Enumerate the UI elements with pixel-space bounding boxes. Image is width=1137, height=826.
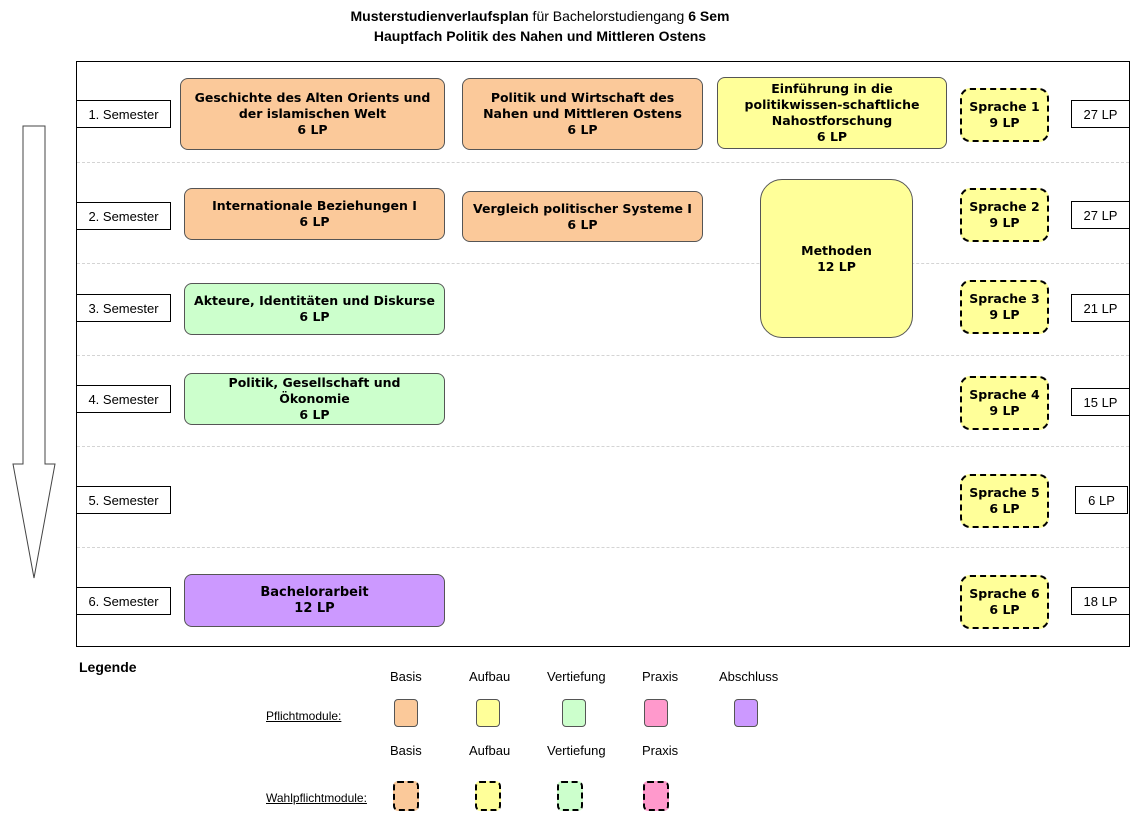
module-name: Politik, Gesellschaft und Ökonomie — [228, 375, 401, 406]
diagram-title-line-2: Hauptfach Politik des Nahen und Mittlere… — [373, 28, 707, 44]
legend-col-abschluss: Abschluss — [719, 669, 779, 684]
module-credits: 6 LP — [299, 309, 330, 324]
legend-dashed-swatch-vertiefung — [557, 781, 583, 811]
module-methoden: Methoden 12 LP — [760, 179, 913, 338]
semester-lp-5: 6 LP — [1075, 486, 1128, 514]
title-bold-b: 6 Sem — [688, 8, 730, 24]
legend-swatch-abschluss — [734, 699, 758, 727]
module-bachelorarbeit: Bachelorarbeit 12 LP — [184, 574, 445, 627]
legend-col-basis-2: Basis — [390, 743, 422, 758]
legend-swatch-aufbau — [476, 699, 500, 727]
language-credits: 9 LP — [989, 115, 1020, 130]
semester-lp-6: 18 LP — [1071, 587, 1130, 615]
legend-col-aufbau: Aufbau — [469, 669, 511, 684]
module-geschichte: Geschichte des Alten Orients und der isl… — [180, 78, 445, 150]
row-separator — [77, 355, 1129, 356]
module-politik-wirtschaft: Politik und Wirtschaft des Nahen und Mit… — [462, 78, 703, 150]
plan-frame — [76, 61, 1130, 647]
module-politik-gesellschaft: Politik, Gesellschaft und Ökonomie 6 LP — [184, 373, 445, 425]
language-name: Sprache 4 — [969, 387, 1040, 402]
legend-col-praxis: Praxis — [642, 669, 679, 684]
language-name: Sprache 1 — [969, 99, 1040, 114]
legend-dashed-swatch-aufbau — [475, 781, 501, 811]
legend-col-praxis-2: Praxis — [642, 743, 679, 758]
legend-col-vertiefung: Vertiefung — [547, 669, 606, 684]
semester-label-4: 4. Semester — [76, 385, 171, 413]
legend-col-vertiefung-2: Vertiefung — [547, 743, 606, 758]
language-name: Sprache 5 — [969, 485, 1040, 500]
legend-swatch-praxis — [644, 699, 668, 727]
language-module-5: Sprache 5 6 LP — [960, 474, 1049, 528]
legend-dashed-swatch-basis — [393, 781, 419, 811]
module-credits: 6 LP — [567, 122, 598, 137]
module-credits: 12 LP — [294, 600, 335, 616]
legend-col-basis: Basis — [390, 669, 422, 684]
language-name: Sprache 2 — [969, 199, 1040, 214]
module-credits: 6 LP — [816, 129, 848, 144]
semester-label-3: 3. Semester — [76, 294, 171, 322]
legend-pflichtmodule-label: Pflichtmodule: — [266, 709, 342, 723]
language-credits: 9 LP — [989, 215, 1020, 230]
legend-col-aufbau-2: Aufbau — [469, 743, 511, 758]
title-bold-a: Musterstudienverlaufsplan — [350, 8, 529, 24]
module-name: Akteure, Identitäten und Diskurse — [194, 293, 435, 308]
module-name: Vergleich politischer Systeme I — [473, 200, 692, 216]
language-credits: 9 LP — [989, 307, 1020, 322]
language-module-2: Sprache 2 9 LP — [960, 188, 1049, 242]
module-name: Methoden — [801, 242, 872, 258]
module-credits: 6 LP — [299, 214, 330, 229]
module-internationale-beziehungen: Internationale Beziehungen I 6 LP — [184, 188, 445, 240]
semester-lp-2: 27 LP — [1071, 201, 1130, 229]
legend-swatch-basis — [394, 699, 418, 727]
legend-wahlpflichtmodule-label: Wahlpflichtmodule: — [266, 791, 367, 805]
row-separator — [77, 162, 1129, 163]
row-separator — [77, 263, 1129, 264]
module-einfuehrung: Einführung in die politikwissen-schaftli… — [717, 77, 947, 149]
module-name: Politik und Wirtschaft des Nahen und Mit… — [483, 90, 682, 121]
language-credits: 9 LP — [989, 403, 1020, 418]
language-module-6: Sprache 6 6 LP — [960, 575, 1049, 629]
title-plain: für Bachelorstudiengang — [528, 8, 689, 24]
module-name: Einführung in die politikwissen-schaftli… — [744, 81, 920, 128]
semester-label-2: 2. Semester — [76, 202, 171, 230]
semester-label-6: 6. Semester — [76, 587, 171, 615]
semester-lp-4: 15 LP — [1071, 388, 1130, 416]
semester-lp-1: 27 LP — [1071, 100, 1130, 128]
row-separator — [77, 446, 1129, 447]
language-credits: 6 LP — [989, 602, 1020, 617]
module-credits: 6 LP — [299, 407, 330, 422]
module-name: Bachelorarbeit — [260, 584, 369, 600]
legend-title: Legende — [79, 659, 137, 675]
language-module-3: Sprache 3 9 LP — [960, 280, 1049, 334]
down-arrow-icon — [12, 125, 56, 579]
module-name: Geschichte des Alten Orients und der isl… — [194, 90, 431, 121]
language-module-1: Sprache 1 9 LP — [960, 88, 1049, 142]
module-vergleich-systeme: Vergleich politischer Systeme I 6 LP — [462, 191, 703, 242]
legend-swatch-vertiefung — [562, 699, 586, 727]
semester-label-1: 1. Semester — [76, 100, 171, 128]
module-credits: 6 LP — [567, 216, 598, 232]
legend-dashed-swatch-praxis — [643, 781, 669, 811]
language-credits: 6 LP — [989, 501, 1020, 516]
row-separator — [77, 547, 1129, 548]
module-name: Internationale Beziehungen I — [212, 198, 417, 213]
module-credits: 6 LP — [297, 122, 328, 137]
diagram-title-line-1: Musterstudienverlaufsplan für Bachelorst… — [0, 8, 1080, 24]
module-credits: 12 LP — [817, 258, 856, 274]
language-module-4: Sprache 4 9 LP — [960, 376, 1049, 430]
semester-label-5: 5. Semester — [76, 486, 171, 514]
module-akteure: Akteure, Identitäten und Diskurse 6 LP — [184, 283, 445, 335]
language-name: Sprache 3 — [969, 291, 1040, 306]
language-name: Sprache 6 — [969, 586, 1040, 601]
semester-lp-3: 21 LP — [1071, 294, 1130, 322]
